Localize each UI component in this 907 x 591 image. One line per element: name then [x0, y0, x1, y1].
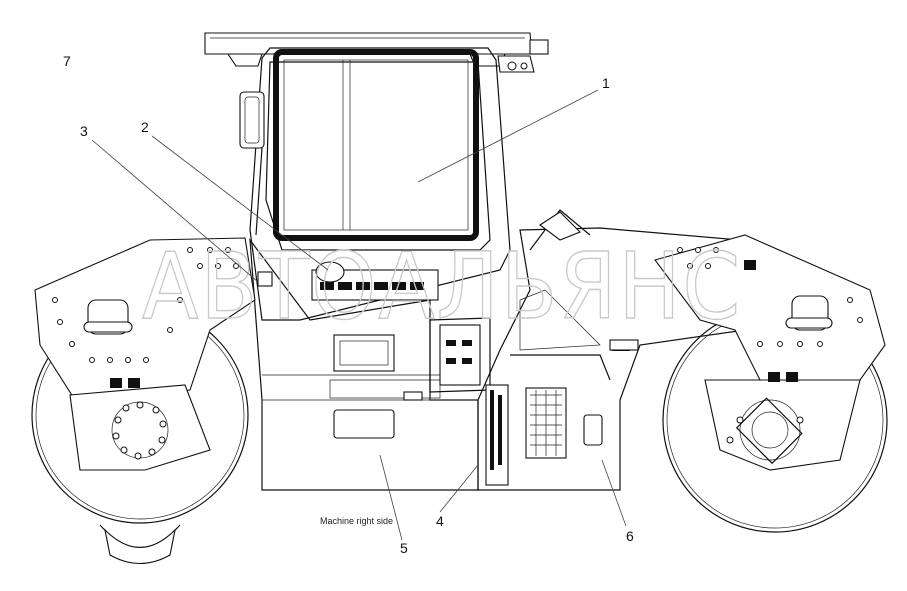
callout-1: 1: [602, 75, 610, 91]
callout-3: 3: [80, 123, 88, 139]
callout-4: 4: [436, 513, 444, 529]
operator-cab: [204, 32, 549, 321]
machine-body: [249, 209, 746, 491]
leader-lines: [91, 89, 627, 541]
front-drum: [31, 237, 256, 564]
callout-2: 2: [141, 119, 149, 135]
watermark-text: АВТОАЛЬЯНС: [142, 233, 742, 340]
rear-drum: [609, 234, 888, 533]
callout-6: 6: [626, 528, 634, 544]
callout-5: 5: [400, 540, 408, 556]
machine-side-caption: Machine right side: [320, 516, 393, 526]
callout-7: 7: [63, 53, 71, 69]
